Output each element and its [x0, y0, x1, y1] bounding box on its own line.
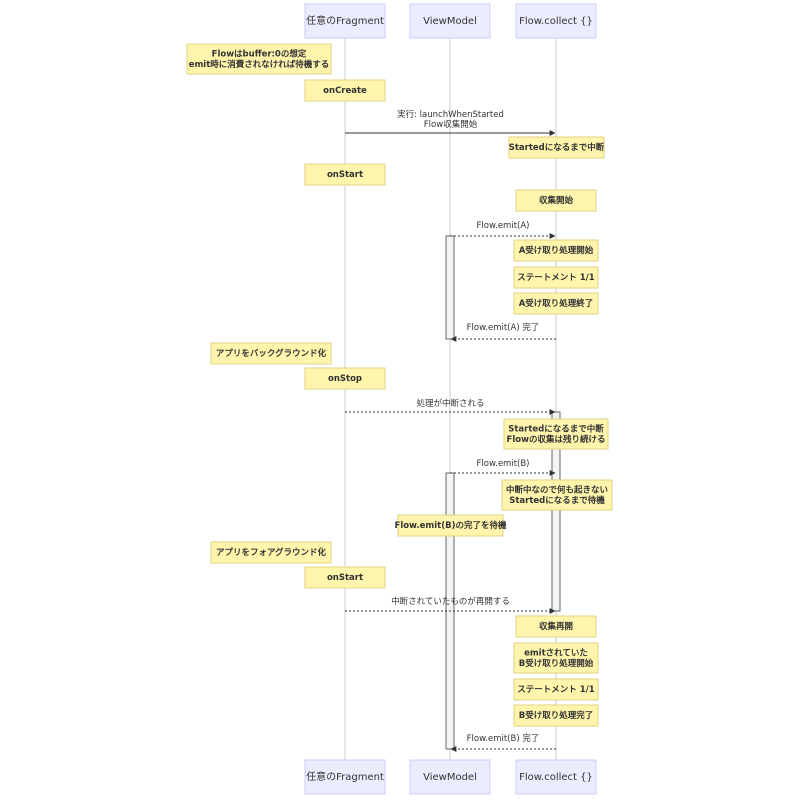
svg-text:任意のFragment: 任意のFragment	[306, 770, 384, 783]
message-label: Flow.emit(A)	[477, 221, 530, 231]
note-n16: 収集再開	[515, 615, 597, 638]
note-n5: 収集開始	[515, 189, 597, 212]
note-n4: onStart	[304, 163, 386, 186]
svg-text:任意のFragment: 任意のFragment	[306, 14, 384, 27]
svg-text:ViewModel: ViewModel	[423, 16, 477, 27]
participant-fragment-top: 任意のFragment	[304, 3, 386, 39]
note-text: アプリをバックグラウンド化	[216, 348, 327, 359]
message-m3: Flow.emit(A) 完了	[450, 322, 556, 342]
svg-text:Flow.collect {}: Flow.collect {}	[519, 16, 593, 27]
svg-text:ViewModel: ViewModel	[423, 772, 477, 783]
note-text: emit時に消費されなければ待機する	[189, 59, 330, 70]
note-text: onStop	[328, 374, 362, 384]
note-n2: onCreate	[304, 79, 386, 102]
note-text: Startedになるまで中断	[509, 142, 605, 153]
message-label: 中断されていたものが再開する	[391, 596, 510, 607]
message-m7: Flow.emit(B) 完了	[450, 733, 556, 752]
note-text: onStart	[327, 170, 363, 180]
note-n14: アプリをフォアグラウンド化	[210, 541, 332, 564]
note-text: B受け取り処理開始	[519, 658, 594, 669]
note-text: アプリをフォアグラウンド化	[216, 547, 327, 558]
participant-viewmodel-top: ViewModel	[409, 3, 491, 39]
activation-collector-b	[551, 411, 561, 612]
note-text: 収集開始	[539, 195, 574, 206]
note-text: Startedになるまで中断	[508, 423, 604, 434]
note-text: 収集再開	[539, 621, 573, 632]
note-text: Startedになるまで待機	[509, 495, 605, 506]
message-label: 処理が中断される	[416, 398, 484, 409]
note-n18: ステートメント 1/1	[513, 678, 599, 701]
note-text: Flowの収集は残り続ける	[507, 434, 606, 445]
message-m2: Flow.emit(A)	[450, 221, 556, 239]
svg-text:Flow.collect {}: Flow.collect {}	[519, 772, 593, 783]
note-n8: A受け取り処理終了	[513, 292, 599, 315]
note-text: Flow.emit(B)の完了を待機	[395, 520, 507, 531]
participant-fragment-bottom: 任意のFragment	[304, 759, 386, 795]
note-n19: B受け取り処理完了	[513, 704, 599, 727]
message-label: Flow.emit(B)	[477, 459, 530, 469]
note-text: B受け取り処理完了	[519, 710, 593, 721]
note-n3: Startedになるまで中断	[508, 136, 605, 159]
note-text: emitされていた	[524, 647, 588, 658]
note-text: onCreate	[323, 86, 367, 96]
note-text: onStart	[327, 573, 363, 583]
message-label: Flow収集開始	[424, 119, 478, 130]
note-n10: onStop	[304, 367, 386, 390]
note-n6: A受け取り処理開始	[513, 239, 599, 262]
message-m5: Flow.emit(B)	[450, 459, 556, 476]
participant-viewmodel-bottom: ViewModel	[409, 759, 491, 795]
participant-collector-top: Flow.collect {}	[515, 3, 597, 39]
note-n9: アプリをバックグラウンド化	[210, 342, 332, 365]
message-m4: 処理が中断される	[345, 398, 556, 415]
note-text: Flowはbuffer:0の想定	[212, 48, 307, 59]
message-label: Flow.emit(A) 完了	[467, 322, 540, 333]
note-text: ステートメント 1/1	[517, 273, 594, 283]
note-text: ステートメント 1/1	[517, 685, 594, 695]
participant-collector-bottom: Flow.collect {}	[515, 759, 597, 795]
note-text: A受け取り処理開始	[519, 245, 594, 256]
note-text: A受け取り処理終了	[519, 298, 594, 309]
note-text: 中断中なので何も起きない	[506, 484, 608, 495]
note-n13: Flow.emit(B)の完了を待機	[395, 514, 507, 537]
note-n7: ステートメント 1/1	[513, 266, 599, 289]
message-label: 実行: launchWhenStarted	[397, 109, 504, 120]
message-m6: 中断されていたものが再開する	[345, 596, 556, 614]
note-n15: onStart	[304, 566, 386, 589]
activation-viewmodel-a	[445, 235, 455, 340]
message-label: Flow.emit(B) 完了	[467, 733, 540, 744]
